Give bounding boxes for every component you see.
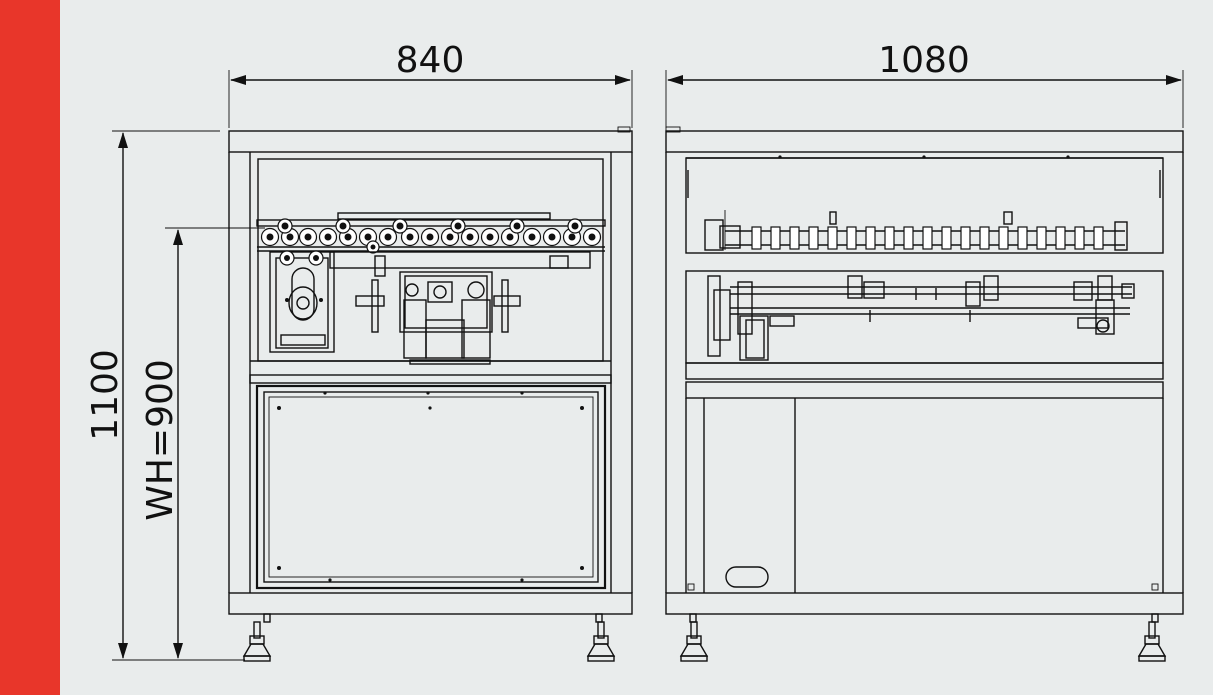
foot-pad [1137,643,1167,657]
front-cabinet-door [255,384,607,590]
shaft-roller [770,226,781,250]
side-width-label: 1080 [878,40,970,81]
shaft-roller [1036,226,1047,250]
roller-shaft [704,210,1128,251]
transfer-unit [707,275,1135,361]
side-view [665,126,1184,623]
shaft-roller [751,226,762,250]
shaft-roller [960,226,971,250]
dimension-side-width: 1080 [665,40,1184,128]
front-width-label: 840 [396,40,465,81]
dimension-front-width: 840 [228,40,633,128]
foot-pad [586,643,616,657]
dimension-work-height: WH=900 [140,227,265,659]
lift-mechanism [329,251,591,365]
shaft-roller [827,226,838,250]
foot-pad [679,643,709,657]
shaft-roller [922,226,933,250]
roller-conveyor [256,212,606,254]
shaft-roller [808,226,819,250]
shaft-roller [865,226,876,250]
shaft-roller [1055,226,1066,250]
shaft-roller [1017,226,1028,250]
shaft-roller [1093,226,1104,250]
total-height-label: 1100 [85,349,126,441]
foot-pad [242,643,272,657]
front-view [228,126,633,623]
shaft-roller [941,226,952,250]
shaft-roller [846,226,857,250]
motor-plate [269,250,335,353]
shaft-roller [998,226,1009,250]
shaft-roller [884,226,895,250]
dimension-total-height: 1100 [85,130,245,661]
leveling-feet [242,621,1167,662]
shaft-roller [979,226,990,250]
work-height-label: WH=900 [140,359,181,521]
shaft-roller [1074,226,1085,250]
accent-bar [0,0,60,695]
shaft-roller [789,226,800,250]
shaft-roller [903,226,914,250]
